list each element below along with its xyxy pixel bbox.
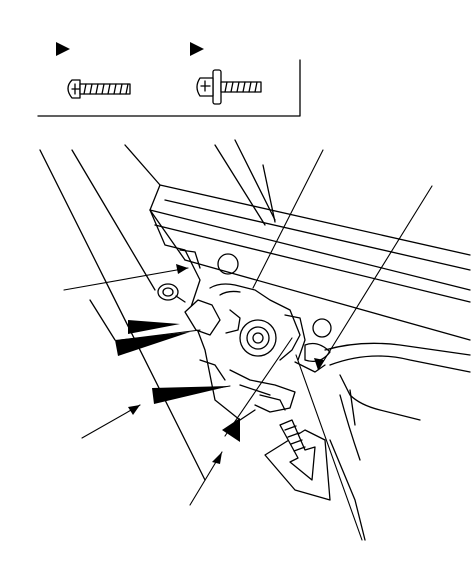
callout-arrow xyxy=(222,418,240,442)
callout-arrows xyxy=(115,264,324,464)
leader-line xyxy=(317,185,433,371)
pan-head-screw-icon xyxy=(67,79,131,99)
screw-legend xyxy=(37,42,301,117)
triangle-marker-icon xyxy=(56,42,70,56)
mounting-hole xyxy=(312,318,332,338)
mounting-hole xyxy=(217,253,239,275)
triangle-marker-icon xyxy=(190,42,204,56)
leader-line xyxy=(295,354,363,541)
leader-line xyxy=(63,267,189,291)
leader-line xyxy=(224,337,293,437)
washer-head-screw-icon xyxy=(196,69,262,105)
callout-arrow xyxy=(152,386,230,404)
door-frame-lines xyxy=(39,139,471,481)
leader-arrowhead xyxy=(314,358,324,370)
removal-direction-arrow xyxy=(279,419,316,481)
callout-arrow xyxy=(115,332,190,356)
leader-line xyxy=(252,149,324,289)
callout-arrow xyxy=(128,320,180,334)
hex-bolt-icon xyxy=(157,283,186,303)
leader-arrowhead xyxy=(212,452,222,464)
leader-arrowhead xyxy=(176,264,188,274)
leader-arrowhead xyxy=(128,405,140,415)
legend-item-washer-screw xyxy=(190,42,262,105)
legend-item-pan-screw xyxy=(56,42,131,99)
legend-box-border xyxy=(37,59,301,117)
